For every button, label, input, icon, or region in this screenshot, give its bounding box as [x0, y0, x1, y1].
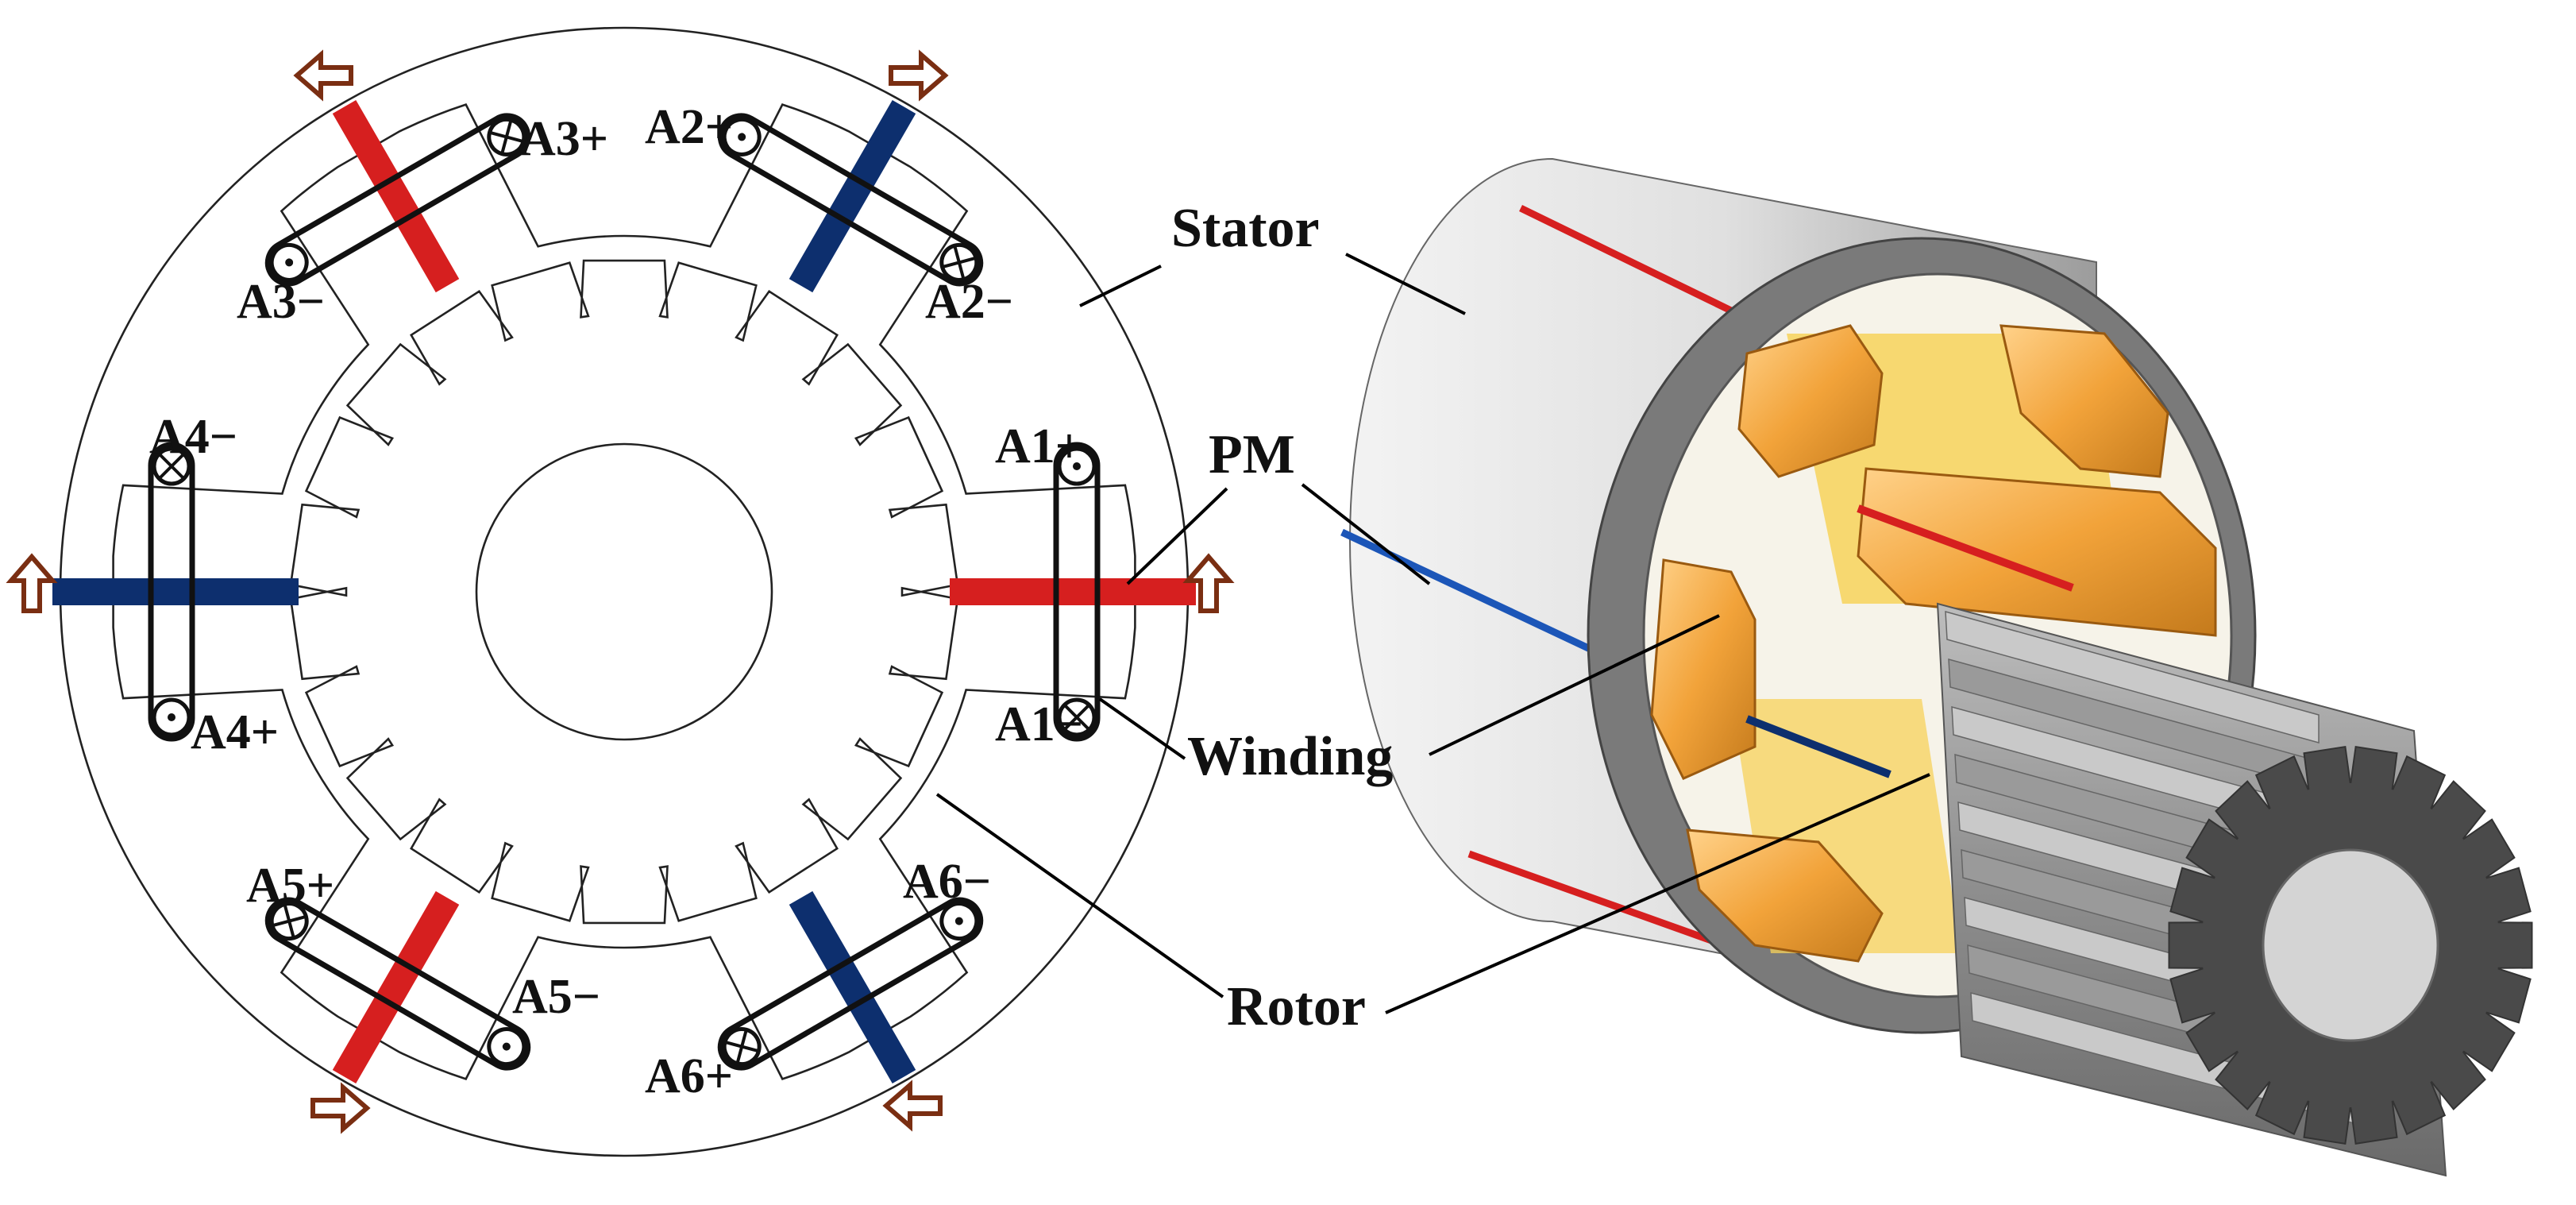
winding-coil-a1	[1053, 442, 1101, 742]
label-a5-plus: A5+	[246, 859, 334, 913]
label-stator: Stator	[1171, 198, 1320, 259]
leader-pm-right	[1301, 483, 1431, 585]
inner-magnet-red	[1857, 504, 2074, 592]
magnetization-arrow-icon	[882, 1079, 943, 1132]
inner-magnet-blue	[1745, 715, 1892, 778]
label-a4-plus: A4+	[191, 705, 279, 759]
label-a6-minus: A6−	[903, 855, 991, 909]
leader-lines	[935, 253, 1930, 1014]
label-a3-plus: A3+	[520, 112, 608, 166]
leader-winding-left	[1098, 697, 1186, 760]
motor-cross-section	[6, 26, 1235, 1157]
winding-coil-a5	[264, 897, 531, 1071]
winding-coil-a2	[717, 113, 984, 287]
pm-magnet-3	[332, 99, 460, 293]
magnetization-arrow-icon	[293, 49, 353, 102]
winding-coil-top-right	[1999, 324, 2169, 478]
label-a6-plus: A6+	[645, 1049, 733, 1103]
label-a3-minus: A3−	[237, 275, 325, 329]
stator-magnet-stripe-red-bottom	[1467, 850, 1749, 957]
pm-magnet-5	[332, 890, 460, 1084]
leader-winding-right	[1429, 614, 1720, 756]
label-a1-plus: A1+	[995, 419, 1083, 473]
motor-3d-view	[1340, 157, 2533, 1177]
shaft-hole	[475, 442, 773, 741]
rotor-shaft-hole	[2262, 848, 2439, 1042]
leader-pm-left	[1126, 487, 1228, 585]
leader-stator-right	[1345, 253, 1466, 315]
winding-coil-a3	[264, 113, 531, 287]
winding-coil-a6	[717, 897, 984, 1071]
magnetization-arrows	[6, 49, 1235, 1134]
stator-magnet-stripe-blue-side	[1340, 528, 1614, 663]
label-a1-minus: A1−	[995, 697, 1083, 751]
label-winding: Winding	[1187, 726, 1393, 787]
winding-coil-left	[1650, 558, 1757, 780]
magnetization-arrow-icon	[6, 553, 58, 613]
rotor-outline	[289, 259, 959, 925]
magnetization-arrow-icon	[889, 49, 949, 102]
permanent-magnets	[52, 99, 1196, 1084]
winding-coils	[148, 113, 1101, 1071]
stator-inner-outline	[112, 103, 1136, 1080]
leader-rotor-left	[935, 793, 1224, 998]
label-pm: PM	[1209, 424, 1295, 485]
label-a5-minus: A5−	[512, 970, 600, 1024]
label-a4-minus: A4−	[149, 410, 237, 464]
leader-rotor-right	[1385, 773, 1930, 1014]
pm-magnet-2	[789, 99, 916, 293]
winding-coil-bottom	[1686, 828, 1884, 963]
winding-coil-right	[1857, 467, 2217, 637]
winding-coil-a4	[148, 442, 195, 742]
label-a2-plus: A2+	[645, 100, 733, 154]
label-a2-minus: A2−	[925, 275, 1013, 329]
label-rotor: Rotor	[1227, 976, 1366, 1037]
rotor-ridge	[1945, 610, 2320, 743]
magnetization-arrow-icon	[310, 1082, 371, 1134]
leader-stator-left	[1079, 265, 1162, 307]
winding-coil-top	[1737, 324, 1884, 478]
pm-magnet-6	[789, 890, 916, 1084]
magnetization-arrow-icon	[1182, 553, 1235, 613]
